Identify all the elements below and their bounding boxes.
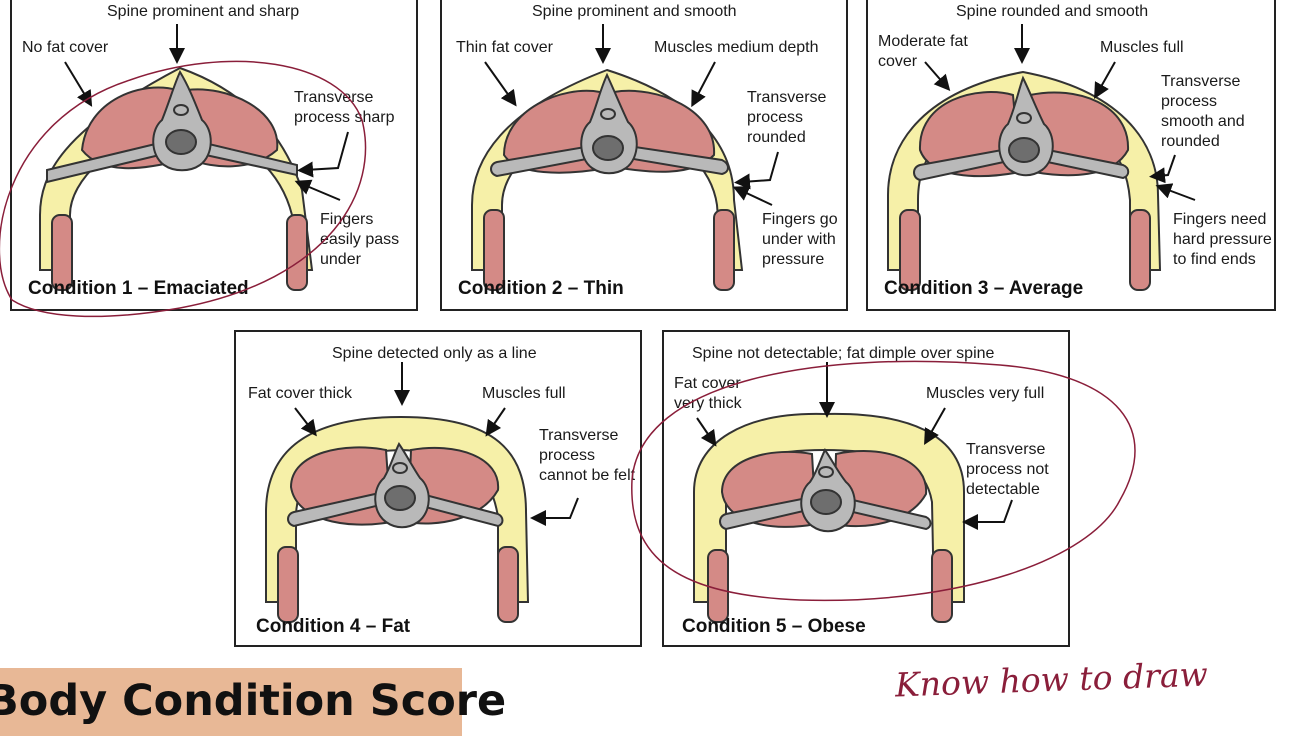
muscles-label: Muscles full — [482, 385, 566, 402]
panel-title: Condition 2 – Thin — [458, 278, 624, 299]
cross-section-thin — [471, 68, 744, 291]
fingers-label: Fingers go under with pressure — [762, 211, 838, 268]
fat-cover-label: Fat cover thick — [248, 385, 353, 402]
transverse-process-label: Transverse process smooth and rounded — [1161, 73, 1245, 150]
fat-cover-label: Fat cover very thick — [674, 375, 742, 412]
fingers-label: Fingers easily pass under — [320, 211, 400, 268]
heading-background — [0, 668, 462, 736]
handwritten-note: Know how to draw — [894, 654, 1209, 705]
transverse-process-label: Transverse process not detectable — [966, 441, 1049, 498]
panel-title: Condition 1 – Emaciated — [28, 278, 249, 299]
transverse-process-label: Transverse process rounded — [747, 89, 827, 146]
spine-label: Spine rounded and smooth — [956, 3, 1149, 20]
fingers-label: Fingers need hard pressure to find ends — [1173, 211, 1272, 268]
muscles-label: Muscles medium depth — [654, 39, 819, 56]
panel-condition-2: Spine prominent and smooth Thin fat cove… — [440, 0, 848, 311]
cross-section-average — [887, 70, 1162, 291]
panel-condition-4: Spine detected only as a line Fat cover … — [234, 330, 642, 647]
panel-condition-1: Spine prominent and sharp No fat cover T… — [10, 0, 418, 311]
muscles-label: Muscles full — [1100, 39, 1184, 56]
spine-label: Spine prominent and smooth — [532, 3, 737, 20]
spine-label: Spine prominent and sharp — [107, 3, 300, 20]
panel-title: Condition 3 – Average — [884, 278, 1084, 299]
cross-section-fat — [265, 415, 530, 623]
transverse-process-label: Transverse process cannot be felt — [539, 427, 636, 484]
panel-condition-3: Spine rounded and smooth Moderate fat co… — [866, 0, 1276, 311]
page-title: Body Condition Score — [0, 676, 507, 726]
panel-title: Condition 4 – Fat — [256, 616, 411, 637]
spine-label: Spine not detectable; fat dimple over sp… — [692, 345, 995, 362]
spine-label: Spine detected only as a line — [332, 345, 537, 362]
muscles-label: Muscles very full — [926, 385, 1045, 402]
fat-cover-label: No fat cover — [22, 39, 109, 56]
transverse-process-label: Transverse process sharp — [294, 89, 395, 126]
fat-cover-label: Thin fat cover — [456, 39, 553, 56]
panel-condition-5: Spine not detectable; fat dimple over sp… — [662, 330, 1070, 647]
panel-title: Condition 5 – Obese — [682, 616, 866, 637]
fat-cover-label: Moderate fat cover — [878, 33, 968, 70]
